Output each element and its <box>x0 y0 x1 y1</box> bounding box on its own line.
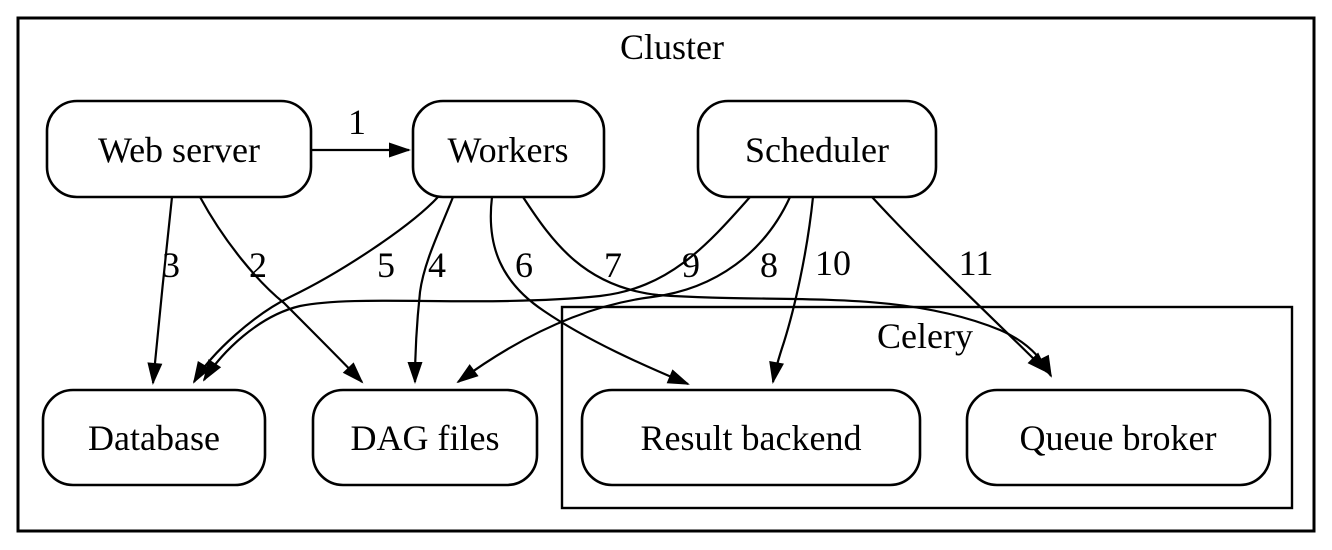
edge-3-label: 3 <box>162 245 180 285</box>
edge-5-workers-to-database <box>192 196 439 384</box>
edge-4-workers-to-dag-files <box>407 196 455 384</box>
edge-7-label: 7 <box>604 245 622 285</box>
edge-10-label: 10 <box>815 243 851 283</box>
node-queue-broker-box <box>965 388 1272 487</box>
node-web-server-box <box>45 99 313 199</box>
edge-2-label: 2 <box>249 245 267 285</box>
edge-6-label: 6 <box>515 245 533 285</box>
node-result-backend: Result backend <box>580 388 922 487</box>
node-web-server-label: Web server <box>98 130 260 170</box>
node-database-box <box>41 388 267 487</box>
edge-4-label: 4 <box>428 245 446 285</box>
edge-8-label: 8 <box>760 245 778 285</box>
node-workers-box <box>411 99 606 199</box>
node-database: Database <box>41 388 267 487</box>
node-dag-files-label: DAG files <box>351 418 500 458</box>
node-scheduler: Scheduler <box>696 99 938 199</box>
celery-label: Celery <box>877 316 973 356</box>
cluster-label: Cluster <box>620 27 724 67</box>
edge-8-scheduler-to-dag-files <box>456 196 792 384</box>
edge-6-workers-to-result-backend <box>489 196 690 386</box>
node-result-backend-label: Result backend <box>641 418 862 458</box>
node-scheduler-box <box>696 99 938 199</box>
celery-box <box>560 305 1294 510</box>
node-result-backend-box <box>580 388 922 487</box>
node-workers-label: Workers <box>447 130 568 170</box>
node-queue-broker-label: Queue broker <box>1020 418 1217 458</box>
node-dag-files: DAG files <box>311 388 539 487</box>
node-scheduler-label: Scheduler <box>745 130 889 170</box>
node-queue-broker: Queue broker <box>965 388 1272 487</box>
edge-3-web-server-to-database <box>147 196 174 385</box>
node-dag-files-box <box>311 388 539 487</box>
edge-10-scheduler-to-result-backend <box>769 196 815 384</box>
node-workers: Workers <box>411 99 606 199</box>
cluster-box <box>16 16 1316 533</box>
edge-1-label: 1 <box>348 102 366 142</box>
edge-2-web-server-to-dag-files <box>199 196 364 384</box>
edge-9-label: 9 <box>682 245 700 285</box>
edge-5-label: 5 <box>377 245 395 285</box>
edge-11-label: 11 <box>959 243 994 283</box>
edge-7-workers-to-queue-broker <box>522 196 1052 378</box>
edge-11-scheduler-to-queue-broker <box>871 196 1049 374</box>
node-database-label: Database <box>88 418 220 458</box>
node-web-server: Web server <box>45 99 313 199</box>
edge-9-scheduler-to-database <box>202 196 751 382</box>
